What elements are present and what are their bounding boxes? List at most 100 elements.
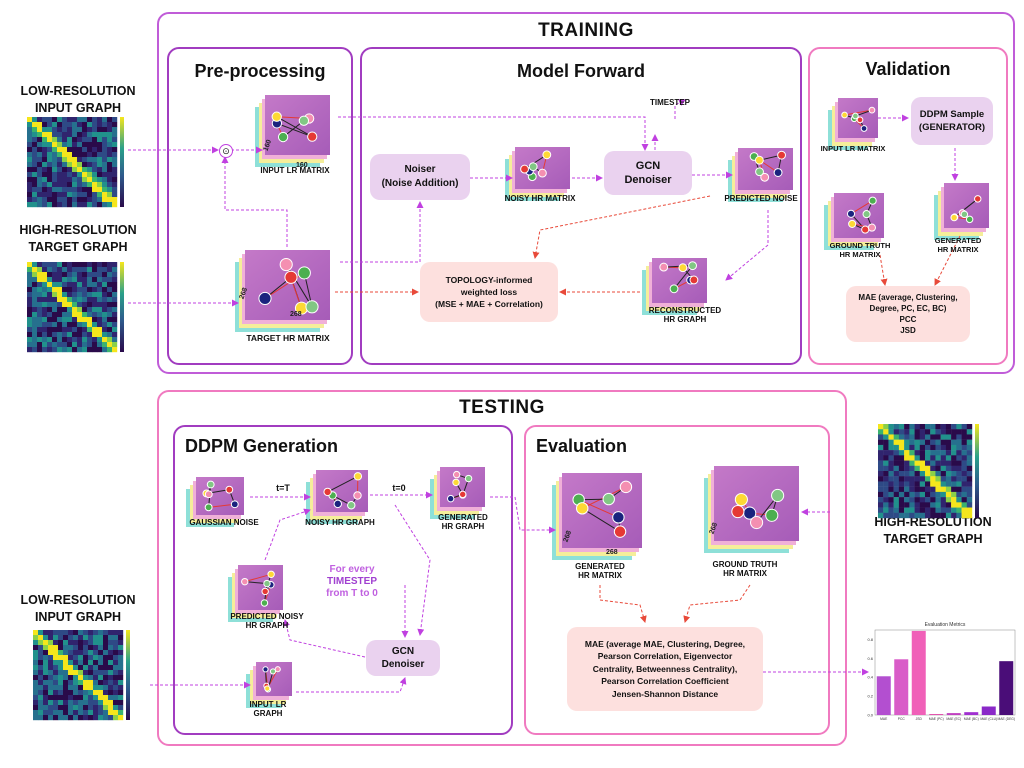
lr-input-graph-label-bottom: LOW-RESOLUTION INPUT GRAPH [20, 593, 136, 624]
target-hr-matrix-caption: TARGET HR MATRIX [246, 333, 330, 343]
y-tick-label-1: 0.2 [867, 694, 873, 699]
flow-arrow-19 [934, 235, 961, 286]
flow-arrow-13 [532, 195, 711, 259]
val-ground-truth-caption: GROUND TRUTH HR MATRIX [829, 241, 891, 259]
eval-ground-truth-caption: GROUND TRUTH HR MATRIX [712, 560, 778, 578]
x-tick-label-2: JSD [916, 717, 923, 721]
flow-arrow-6 [340, 201, 424, 263]
training-frame [157, 12, 1015, 374]
lr-heatmap-top [27, 117, 124, 208]
reconstructed-hr-graph-caption: RECONSTRUCTED HR GRAPH [648, 306, 722, 324]
t-equals-0-label: t=0 [392, 483, 406, 493]
input-lr-matrix-caption: INPUT LR MATRIX [260, 166, 330, 175]
predicted-noisy-caption: PREDICTED NOISY HR GRAPH [230, 612, 304, 630]
flow-arrow-28 [296, 677, 407, 693]
y-tick-label-2: 0.4 [867, 675, 873, 680]
bar-1 [894, 659, 909, 715]
x-tick-label-5: MAE (BC) [964, 717, 979, 721]
loop-note: For every TIMESTEP from T to 0 [326, 564, 378, 599]
hr-heatmap-top [27, 262, 124, 353]
generated-hr-graph-caption: GENERATED HR GRAPH [438, 513, 488, 531]
model-forward-title: Model Forward [516, 61, 645, 81]
hr-target-graph-label-right: HIGH-RESOLUTION TARGET GRAPH [874, 515, 992, 546]
model-forward-panel [360, 47, 802, 365]
generated-hr-graph-card [430, 467, 485, 519]
eval-ground-truth-card [704, 466, 799, 553]
input-lr-graph-card [246, 662, 292, 708]
lr-dim-label-bottom: 160 [296, 162, 308, 169]
noiser-box: Noiser(Noise Addition) [370, 154, 470, 200]
ddpm-generation-panel [173, 425, 513, 735]
eval-generated-caption: GENERATED HR MATRIX [575, 562, 625, 580]
bar-3 [929, 714, 944, 715]
y-tick-label-3: 0.6 [867, 656, 873, 661]
bar-5 [964, 712, 979, 715]
evaluation-title: Evaluation [536, 436, 628, 456]
predicted-noise-caption: PREDICTED NOISE [724, 194, 798, 203]
timestep-label: TIMESTEP [649, 98, 690, 107]
x-tick-label-7: MAE (DEG) [998, 717, 1015, 721]
reconstructed-hr-card [642, 258, 707, 315]
chart-title: Evaluation Metrics [924, 622, 966, 628]
noisy-hr-matrix-card [505, 147, 570, 201]
t-equals-T-label: t=T [276, 483, 290, 493]
bar-2 [911, 630, 926, 715]
eval-generated-card [552, 473, 642, 560]
val-generated-card [934, 183, 989, 240]
y-tick-label-4: 0.8 [867, 637, 873, 642]
preprocessing-panel [167, 47, 353, 365]
flow-arrow-25 [683, 584, 751, 623]
val-input-lr-caption: INPUT LR MATRIX [820, 144, 886, 153]
evaluation-metrics-box: MAE (average MAE, Clustering, Degree,Pea… [567, 627, 763, 711]
hr-dim-label-bottom: 268 [290, 311, 302, 318]
testing-frame [157, 390, 847, 746]
bar-4 [946, 713, 961, 715]
input-lr-graph-caption: INPUT LR GRAPH [249, 700, 287, 718]
validation-panel [808, 47, 1008, 365]
x-tick-label-3: MAE (PC) [929, 717, 944, 721]
x-tick-label-1: PCC [898, 717, 906, 721]
x-tick-label-4: MAE (EC) [946, 717, 961, 721]
flow-arrow-12 [725, 210, 769, 281]
eval-gen-dim-label-bottom: 268 [606, 549, 618, 556]
y-tick-label-0: 0.0 [867, 713, 873, 718]
hr-target-graph-label-top: HIGH-RESOLUTION TARGET GRAPH [19, 223, 137, 254]
evaluation-panel [524, 425, 830, 735]
preprocessing-title: Pre-processing [194, 61, 326, 81]
noisy-hr-matrix-caption: NOISY HR MATRIX [504, 194, 576, 203]
val-ground-truth-card [824, 193, 884, 250]
val-generated-caption: GENERATED HR MATRIX [934, 236, 982, 254]
hadamard-operator: ⊙ [219, 144, 233, 158]
flow-arrow-4 [221, 156, 288, 247]
validation-title: Validation [865, 59, 951, 79]
noisy-hr-graph-caption: NOISY HR GRAPH [305, 518, 375, 527]
lr-heatmap-bottom [33, 630, 130, 721]
bar-6 [981, 706, 996, 715]
testing-title: TESTING [459, 397, 545, 418]
noisy-hr-graph-card [306, 470, 368, 524]
flow-arrow-31 [394, 504, 431, 636]
x-tick-label-6: MAE (CLU) [980, 717, 997, 721]
val-input-lr-card [828, 98, 878, 150]
flow-arrow-22 [490, 496, 556, 534]
x-tick-label-0: MAE [880, 717, 888, 721]
flow-arrow-5 [338, 116, 649, 151]
gaussian-noise-caption: GAUSSIAN NOISE [189, 518, 259, 527]
flow-arrow-29 [283, 619, 366, 658]
ddpm-generation-title: DDPM Generation [185, 436, 339, 456]
gaussian-noise-card [186, 477, 244, 527]
validation-metrics-box: MAE (average, Clustering,Degree, PC, EC,… [846, 286, 970, 342]
bar-7 [999, 661, 1014, 715]
flow-arrow-18 [879, 254, 888, 286]
flow-arrow-30 [264, 508, 311, 561]
hr-heatmap-right [878, 424, 979, 519]
bar-0 [876, 676, 891, 715]
ddpm-sample-box: DDPM Sample(GENERATOR) [911, 97, 993, 145]
flow-arrow-10 [674, 99, 686, 119]
